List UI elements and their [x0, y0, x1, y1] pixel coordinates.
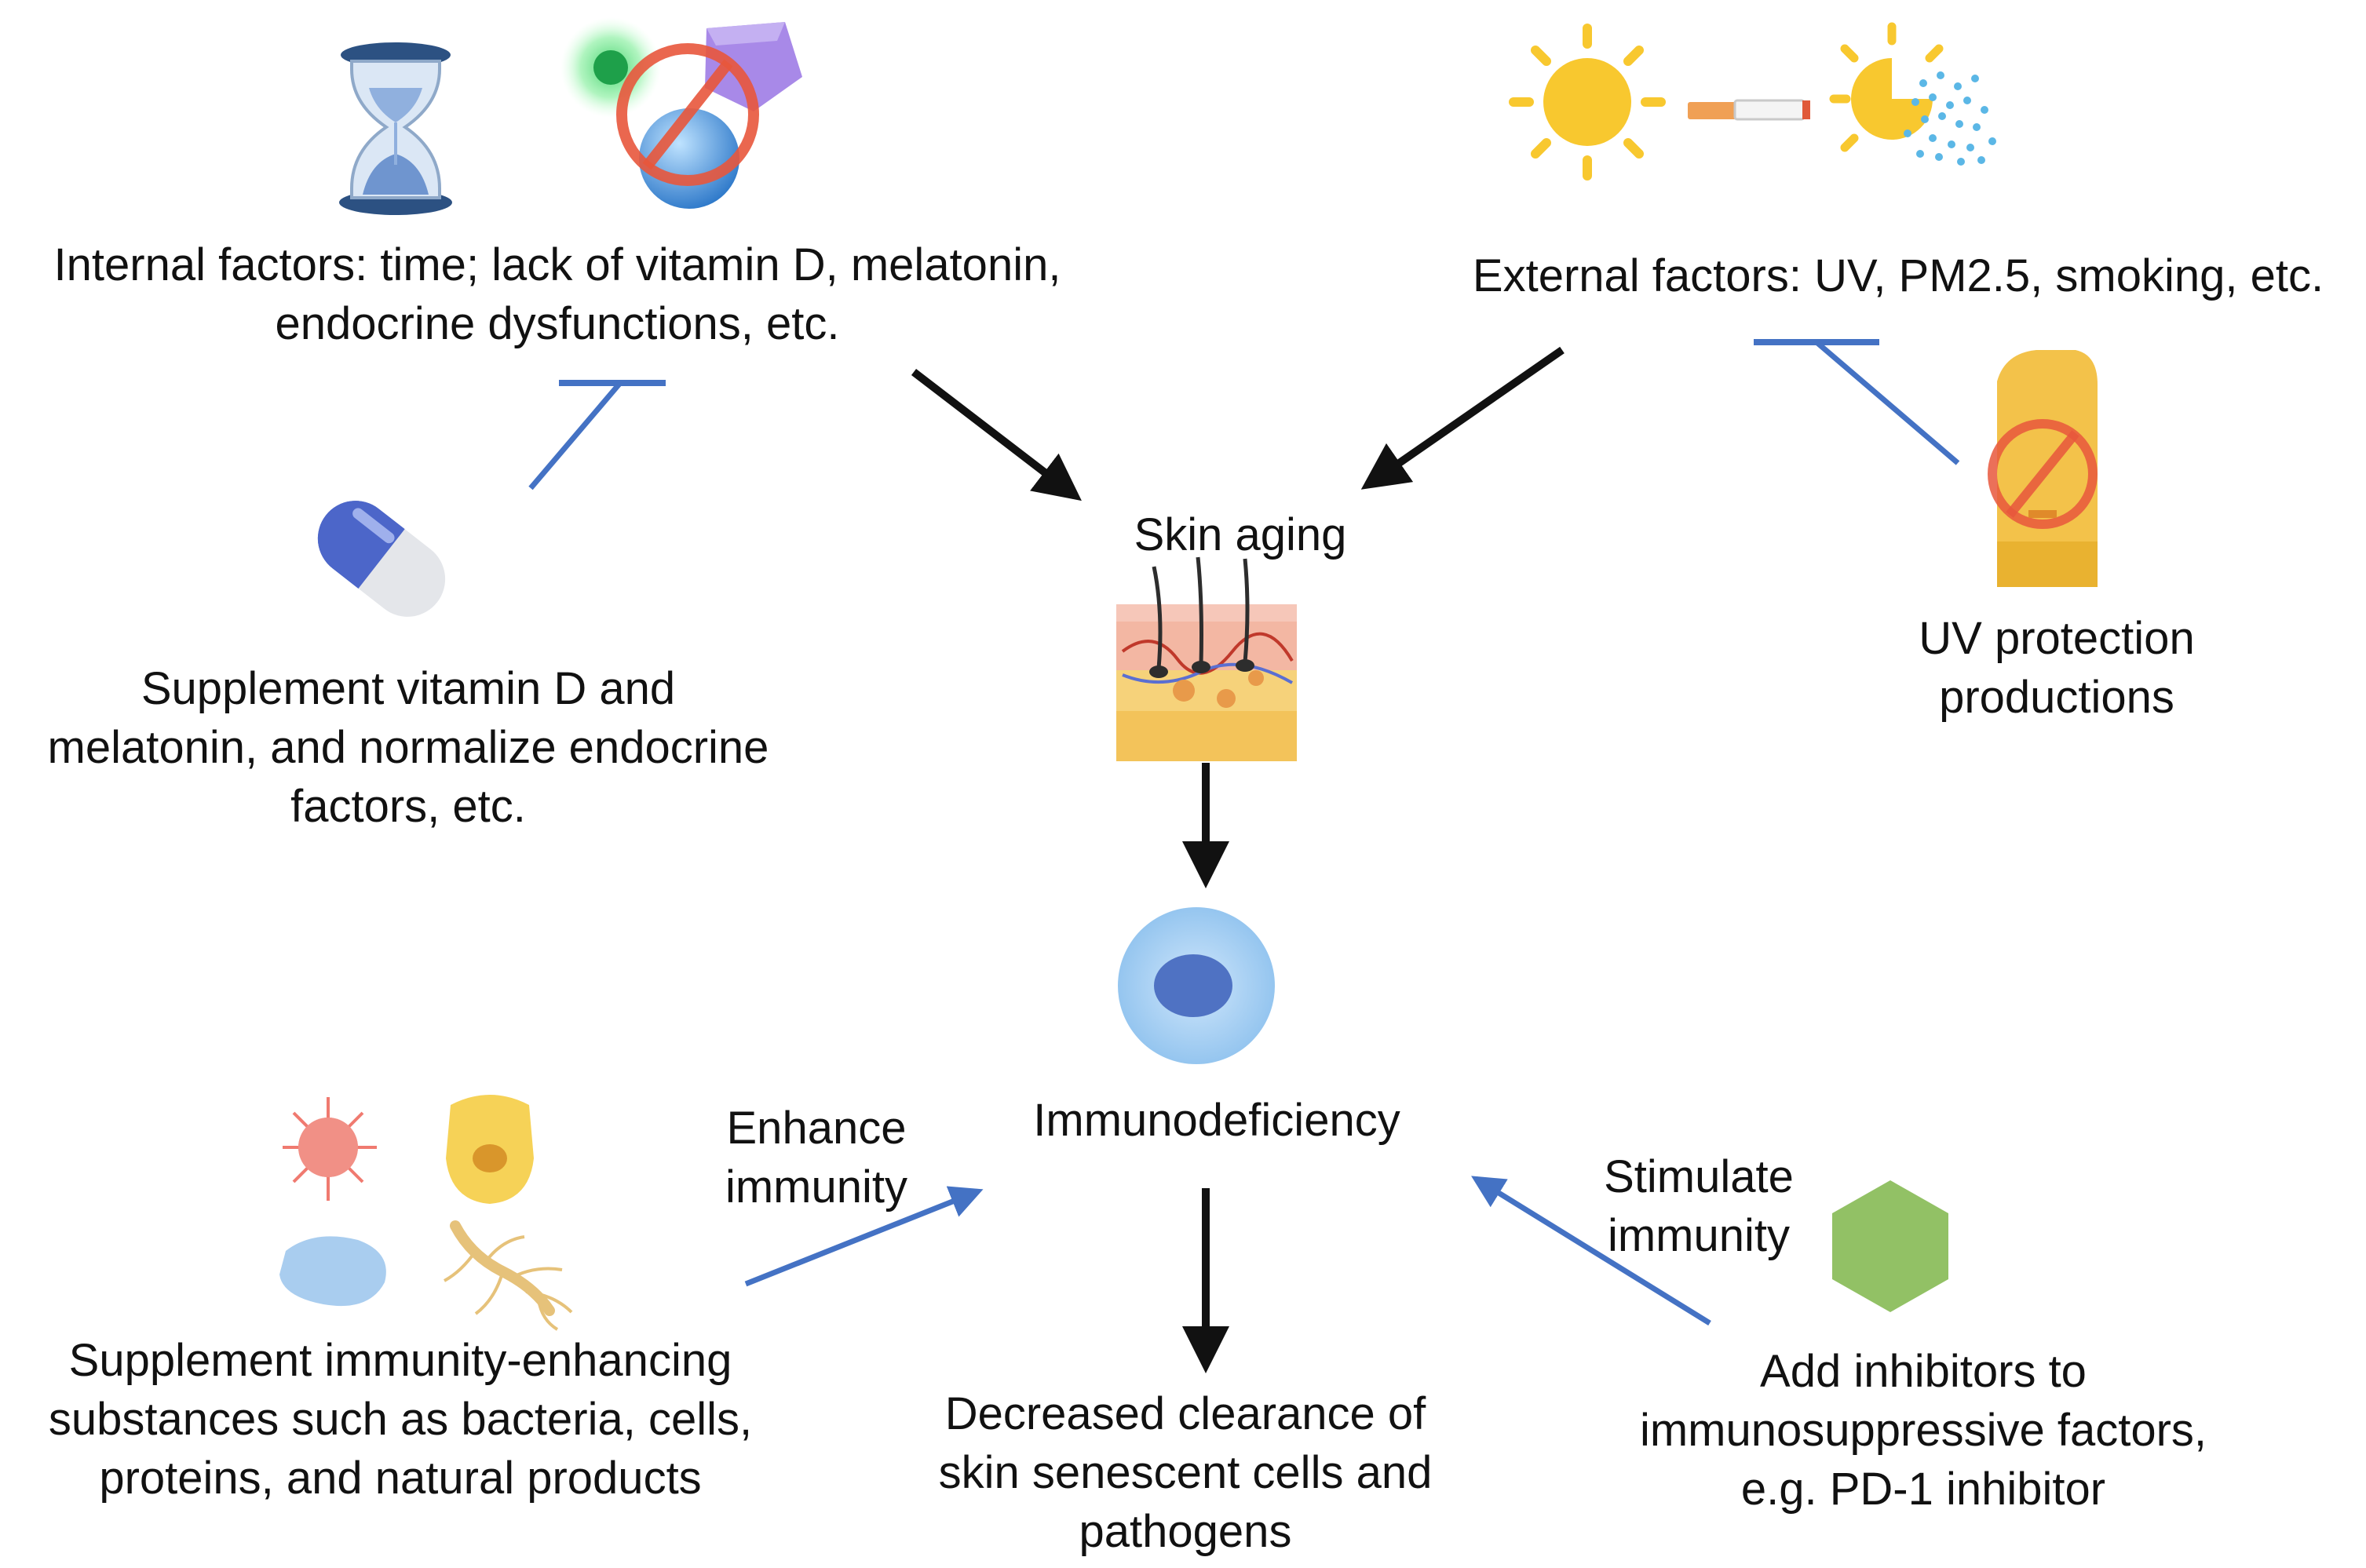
protein-icon: [279, 1236, 386, 1307]
sun-icon: [1509, 24, 1666, 181]
arrow-external-to-skin-aging: [1360, 346, 1565, 490]
stimulate-immunity-text: Stimulate immunity: [1604, 1151, 1794, 1261]
pm25-dots: [1904, 71, 1996, 166]
arrow-inhibitors-to-immunodeficiency: [1471, 1176, 1711, 1326]
sunscreen-icon: [1988, 350, 2098, 587]
green-hexagon-icon: [1832, 1180, 1948, 1312]
decreased-clearance-text: Decreased clearance of skin senescent ce…: [938, 1388, 1433, 1557]
skin-layer-icon: [1116, 556, 1297, 761]
crystal-icon: [705, 22, 802, 111]
enhance-immunity-text: Enhance immunity: [725, 1103, 908, 1212]
uv-protection-text: UV protection productions: [1919, 613, 2195, 723]
particulate-sun-icon: [1829, 22, 1996, 166]
inhibition-uv-to-external: [1754, 339, 1960, 465]
arrow-internal-to-skin-aging: [911, 369, 1082, 501]
ginseng-root-icon: [444, 1220, 573, 1331]
hourglass-icon: [339, 42, 452, 215]
immunodeficiency-label: Immunodeficiency: [1033, 1095, 1400, 1146]
arrow-supplement-to-immunodeficiency: [744, 1186, 984, 1287]
add-inhibitors-text: Add inhibitors to immunosuppressive fact…: [1639, 1346, 2207, 1515]
bacterium-icon: [283, 1097, 377, 1201]
yellow-cell-icon: [446, 1095, 534, 1204]
inhibition-vitamin-to-internal: [528, 380, 666, 490]
green-cell-icon: [560, 17, 661, 118]
external-factors-text: External factors: UV, PM2.5, smoking, et…: [1472, 250, 2324, 301]
sphere-icon: [639, 108, 739, 209]
capsule-icon: [317, 501, 446, 617]
internal-factors-text: Internal factors: time; lack of vitamin …: [53, 239, 1061, 349]
prohibition-icon: [616, 43, 759, 186]
cigarette-icon: [1688, 99, 1810, 121]
immune-cell-icon: [1118, 907, 1275, 1064]
supplement-vitamin-text: Supplement vitamin D and melatonin, and …: [47, 663, 769, 832]
skin-aging-label: Skin aging: [1134, 509, 1347, 560]
supplement-immunity-text: Supplement immunity-enhancing substances…: [48, 1335, 753, 1504]
